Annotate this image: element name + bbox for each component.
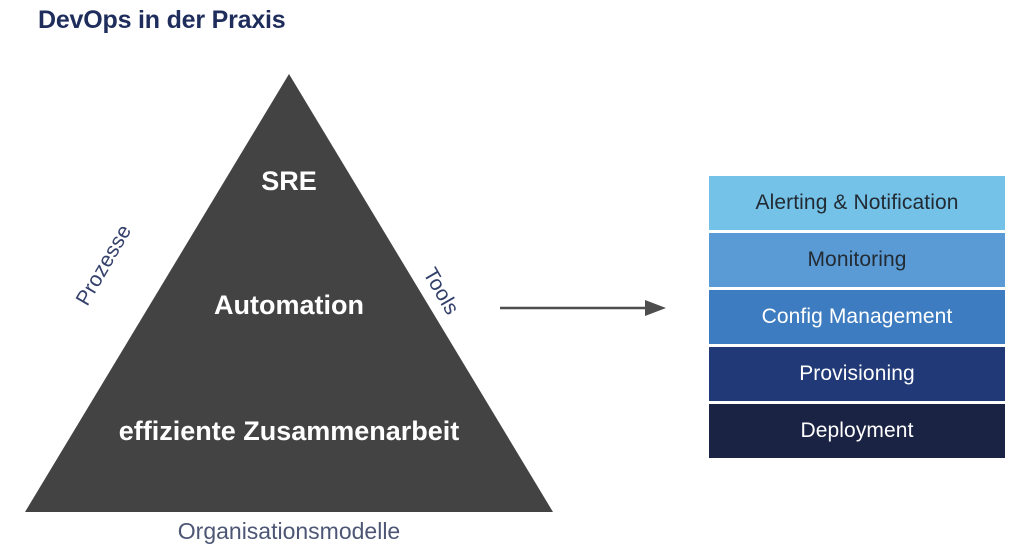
pyramid-triangle — [25, 74, 553, 512]
arrow-right-icon — [500, 300, 666, 316]
stack-item-provisioning[interactable]: Provisioning — [709, 347, 1005, 401]
stack-item-alerting[interactable]: Alerting & Notification — [709, 176, 1005, 230]
page-title: DevOps in der Praxis — [38, 6, 286, 34]
pyramid-diagram: SRE Automation effiziente Zusammenarbeit… — [25, 74, 553, 544]
stack-item-label: Config Management — [761, 305, 953, 328]
pyramid-shape — [25, 74, 553, 512]
stack-item-config-management[interactable]: Config Management — [709, 290, 1005, 344]
pyramid-tier-sre: SRE — [261, 166, 317, 196]
stack-item-label: Monitoring — [807, 248, 907, 271]
tool-stack-list: Alerting & Notification Monitoring Confi… — [709, 176, 1005, 458]
stack-item-monitoring[interactable]: Monitoring — [709, 233, 1005, 287]
pyramid-tier-automation: Automation — [214, 290, 364, 320]
pyramid-base-caption: Organisationsmodelle — [177, 518, 401, 544]
stack-item-deployment[interactable]: Deployment — [709, 404, 1005, 458]
stack-item-label: Provisioning — [799, 362, 915, 385]
stack-item-label: Alerting & Notification — [755, 191, 959, 214]
stack-item-label: Deployment — [800, 419, 914, 442]
pyramid-tier-collaboration: effiziente Zusammenarbeit — [118, 416, 460, 446]
